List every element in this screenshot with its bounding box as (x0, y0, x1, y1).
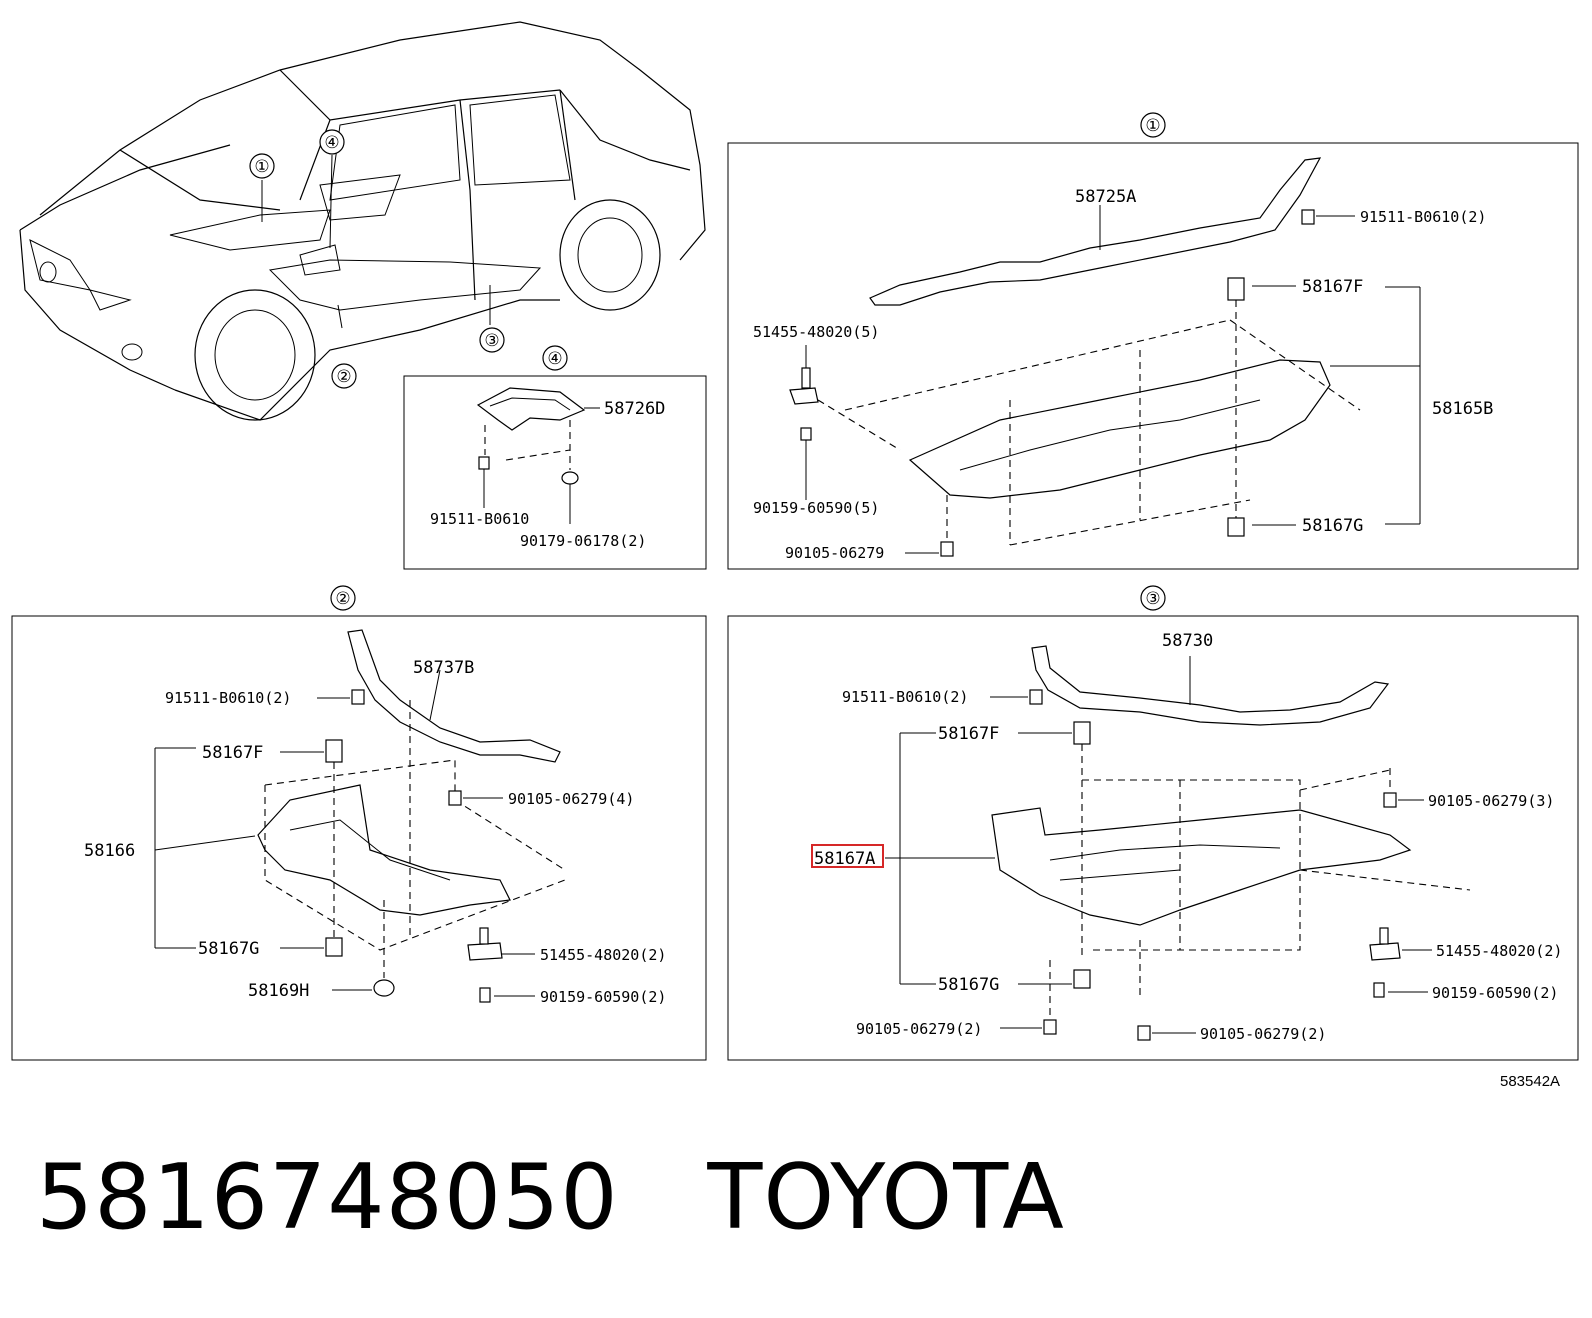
label-90105-06279-p1: 90105-06279 (785, 544, 884, 562)
label-90179-06178: 90179-06178(2) (520, 532, 646, 550)
label-58726D: 58726D (604, 399, 665, 419)
label-90105-06279-p2: 90105-06279(4) (508, 790, 634, 808)
highlight-58167A (811, 844, 884, 868)
label-51455-48020-p2: 51455-48020(2) (540, 946, 666, 964)
part-58725A-drawing (869, 157, 1322, 306)
label-58167F-p3: 58167F (938, 724, 999, 744)
label-90159-60590-p3: 90159-60590(2) (1432, 984, 1558, 1002)
panel-3: ③ 58730 91511-B0610(2) 58167F 90105-0627… (727, 585, 1579, 1061)
part-58730-drawing (1031, 645, 1390, 726)
label-58167F-p2: 58167F (202, 743, 263, 763)
label-90105-06279-3-p3: 90105-06279(3) (1428, 792, 1554, 810)
label-90105-06279-2a-p3: 90105-06279(2) (856, 1020, 982, 1038)
label-58167G-p1: 58167G (1302, 516, 1363, 536)
label-51455-48020-p3: 51455-48020(2) (1436, 942, 1562, 960)
car-overview-illustration: ① ④ ② ③ (19, 21, 706, 421)
panel-1-frame (727, 142, 1579, 570)
label-58169H: 58169H (248, 981, 309, 1001)
car-callout-3: ③ (484, 331, 499, 351)
label-58166: 58166 (84, 841, 135, 861)
diagram-reference-code: 583542A (1500, 1073, 1560, 1090)
label-91511-B0610-p2: 91511-B0610(2) (165, 689, 291, 707)
label-90105-06279-2b-p3: 90105-06279(2) (1200, 1025, 1326, 1043)
part-58737B-drawing (347, 629, 561, 763)
panel-3-frame (727, 615, 1579, 1061)
panel-4: ④ 58726D 91511-B0610 90179-06178(2) (403, 345, 707, 570)
panel-3-callout: ③ (1145, 589, 1160, 609)
panel-1: ① 58725A 91511-B0610(2) 58167F 58165B 51… (727, 112, 1579, 570)
part-58165B-drawing (908, 359, 1331, 499)
car-callout-1: ① (254, 157, 269, 177)
panel-2: ② 58737B 91511-B0610(2) 58167F 90105-062… (11, 585, 707, 1061)
label-58730: 58730 (1162, 631, 1213, 651)
part-58166-drawing (257, 784, 511, 916)
panel-1-callout: ① (1145, 116, 1160, 136)
part-58167A-drawing (991, 807, 1412, 926)
panel-2-callout: ② (335, 589, 350, 609)
label-91511-B0610-p3: 91511-B0610(2) (842, 688, 968, 706)
label-58167A: 58167A (814, 849, 875, 869)
panel-2-frame (11, 615, 707, 1061)
part-58726D-drawing (476, 387, 586, 431)
label-58737B: 58737B (413, 658, 474, 678)
label-90159-60590-p2: 90159-60590(2) (540, 988, 666, 1006)
label-91511-B0610-p4: 91511-B0610 (430, 510, 529, 528)
car-callout-4: ④ (324, 133, 339, 153)
label-91511-B0610-p1: 91511-B0610(2) (1360, 208, 1486, 226)
label-51455-48020-p1: 51455-48020(5) (753, 323, 879, 341)
part-number-title: 5816748050 TOYOTA (36, 1145, 1065, 1250)
car-callout-2: ② (336, 367, 351, 387)
panel-4-callout: ④ (547, 349, 562, 369)
label-58165B: 58165B (1432, 399, 1493, 419)
label-58167G-p2: 58167G (198, 939, 259, 959)
label-58167G-p3: 58167G (938, 975, 999, 995)
label-90159-60590-p1: 90159-60590(5) (753, 499, 879, 517)
label-58167F-p1: 58167F (1302, 277, 1363, 297)
panel-4-frame (403, 375, 707, 570)
label-58725A: 58725A (1075, 187, 1136, 207)
